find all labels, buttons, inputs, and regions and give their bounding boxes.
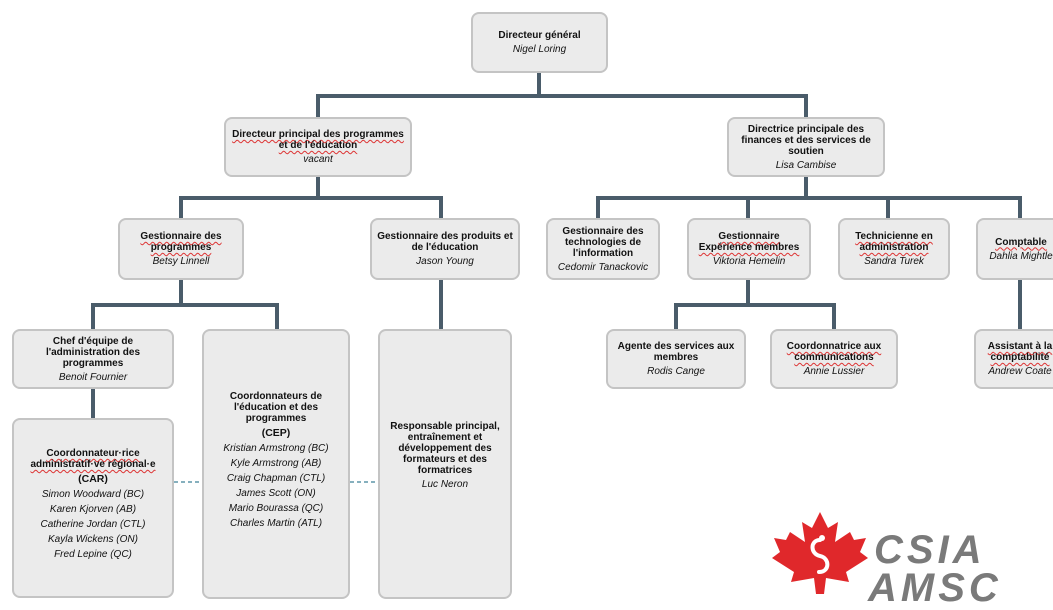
products-manager-box: Gestionnaire des produits et de l'éducat… (370, 218, 520, 280)
communications-name: Annie Lussier (803, 366, 865, 377)
car-title: Coordonnateur·rice administratif·ve régi… (30, 448, 156, 470)
it-manager-box: Gestionnaire des technologies de l'infor… (546, 218, 660, 280)
list-item: Catherine Jordan (CTL) (40, 519, 146, 530)
cep-code: (CEP) (261, 427, 291, 439)
member-services-box: Agente des services aux membres Rodis Ca… (606, 329, 746, 389)
member-services-title: Agente des services aux membres (617, 341, 735, 363)
accounting-assistant-box: Assistant à la comptabilité Andrew Coate (974, 329, 1053, 389)
team-lead-box: Chef d'équipe de l'administration des pr… (12, 329, 174, 389)
cep-box: Coordonnateurs de l'éducation et des pro… (202, 329, 350, 599)
list-item: Mario Bourassa (QC) (228, 503, 324, 514)
member-experience-manager-name: Viktoria Hemelin (712, 256, 786, 267)
list-item: Simon Woodward (BC) (41, 489, 145, 500)
programs-director-name: vacant (303, 154, 333, 165)
accountant-title: Comptable (995, 236, 1047, 248)
admin-technician-name: Sandra Turek (864, 256, 924, 267)
connector-lines (91, 71, 1022, 483)
list-item: Kyle Armstrong (AB) (230, 458, 322, 469)
ceo-title: Directeur général (498, 30, 581, 41)
program-manager-name: Betsy Linnell (152, 256, 210, 267)
cep-title: Coordonnateurs de l'éducation et des pro… (229, 391, 323, 424)
car-code: (CAR) (78, 473, 108, 485)
communications-box: Coordonnatrice aux communications Annie … (770, 329, 898, 389)
admin-technician-title: Technicienne en administration (855, 231, 933, 253)
member-services-name: Rodis Cange (647, 366, 705, 377)
ceo-name: Nigel Loring (512, 44, 567, 55)
logo-text-csia: CSIA (874, 528, 986, 572)
programs-director-title: Directeur principal des programmes et de… (232, 129, 404, 151)
accounting-assistant-name: Andrew Coate (988, 366, 1052, 377)
logo-text-amsc: AMSC (868, 566, 1002, 610)
products-manager-title: Gestionnaire des produits et de l'éducat… (377, 231, 513, 253)
cep-member-list: Kristian Armstrong (BC) Kyle Armstrong (… (223, 441, 328, 531)
list-item: Kristian Armstrong (BC) (223, 443, 329, 454)
finance-director-name: Lisa Cambise (775, 159, 837, 171)
it-manager-name: Cedomir Tanackovic (557, 261, 649, 273)
ceo-box: Directeur général Nigel Loring (471, 12, 608, 73)
member-experience-manager-title: Gestionnaire Expérience membres (698, 231, 800, 253)
accountant-box: Comptable Dahlia Mightle (976, 218, 1053, 280)
trainer-lead-box: Responsable principal, entraînement et d… (378, 329, 512, 599)
list-item: Karen Kjorven (AB) (49, 504, 137, 515)
team-lead-name: Benoit Fournier (58, 371, 128, 383)
list-item: James Scott (ON) (236, 488, 316, 499)
member-experience-manager-box: Gestionnaire Expérience membres Viktoria… (687, 218, 811, 280)
finance-director-title: Directrice principale des finances et de… (741, 123, 871, 157)
accounting-assistant-title: Assistant à la comptabilité (987, 341, 1053, 363)
list-item: Fred Lepine (QC) (54, 549, 132, 560)
program-manager-title: Gestionnaire des programmes (140, 231, 222, 253)
finance-director-box: Directrice principale des finances et de… (727, 117, 885, 177)
programs-director-box: Directeur principal des programmes et de… (224, 117, 412, 177)
accountant-name: Dahlia Mightle (989, 250, 1053, 262)
trainer-lead-title: Responsable principal, entraînement et d… (390, 421, 500, 476)
program-manager-box: Gestionnaire des programmes Betsy Linnel… (118, 218, 244, 280)
list-item: Charles Martin (ATL) (229, 518, 323, 529)
it-manager-title: Gestionnaire des technologies de l'infor… (562, 225, 644, 259)
team-lead-title: Chef d'équipe de l'administration des pr… (45, 335, 141, 369)
products-manager-name: Jason Young (416, 256, 474, 267)
car-member-list: Simon Woodward (BC) Karen Kjorven (AB) C… (40, 487, 145, 562)
car-box: Coordonnateur·rice administratif·ve régi… (12, 418, 174, 598)
csia-logo: CSIA AMSC (768, 510, 1053, 608)
maple-leaf-icon (772, 512, 868, 594)
list-item: Kayla Wickens (ON) (48, 534, 138, 545)
communications-title: Coordonnatrice aux communications (786, 341, 882, 363)
admin-technician-box: Technicienne en administration Sandra Tu… (838, 218, 950, 280)
trainer-lead-name: Luc Neron (421, 479, 469, 490)
list-item: Craig Chapman (CTL) (226, 473, 326, 484)
